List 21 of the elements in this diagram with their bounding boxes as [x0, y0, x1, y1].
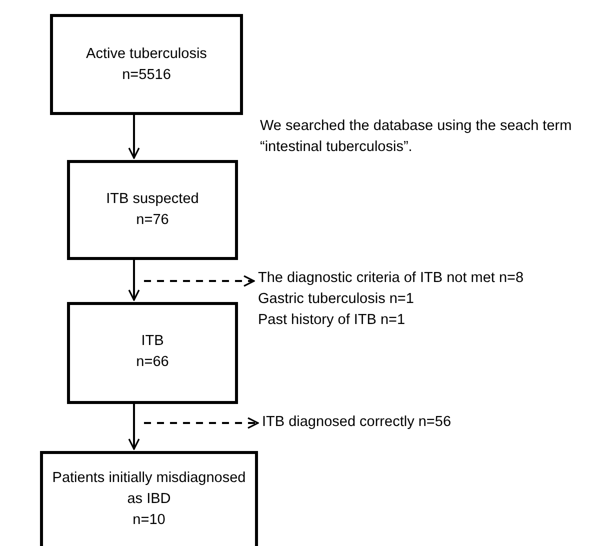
- dashed-arrow: [144, 417, 259, 429]
- arrow: [128, 260, 140, 301]
- arrow: [128, 404, 140, 450]
- note-text: We searched the database using the seach term “intestinal tuberculosis”.: [260, 117, 573, 157]
- outcome-text: Past history of ITB n=1: [258, 311, 406, 330]
- outcome-text: ITB diagnosed correctly n=56: [262, 413, 452, 432]
- process-box: [67, 160, 238, 260]
- box-text: Active tuberculosis: [86, 45, 207, 64]
- outcome-text: Gastric tuberculosis n=1: [258, 290, 415, 309]
- process-box: [50, 14, 243, 115]
- box-text: ITB suspected: [106, 190, 199, 209]
- box-text: n=5516: [122, 66, 171, 85]
- dashed-arrow: [144, 275, 255, 287]
- process-box: [67, 302, 238, 404]
- process-box: [40, 451, 258, 546]
- box-text: n=10: [132, 511, 166, 530]
- arrow: [128, 115, 140, 159]
- box-text: n=76: [136, 211, 169, 230]
- outcome-text: The diagnostic criteria of ITB not met n=8: [258, 269, 525, 288]
- box-text: ITB: [141, 332, 164, 351]
- box-text: n=66: [136, 353, 169, 372]
